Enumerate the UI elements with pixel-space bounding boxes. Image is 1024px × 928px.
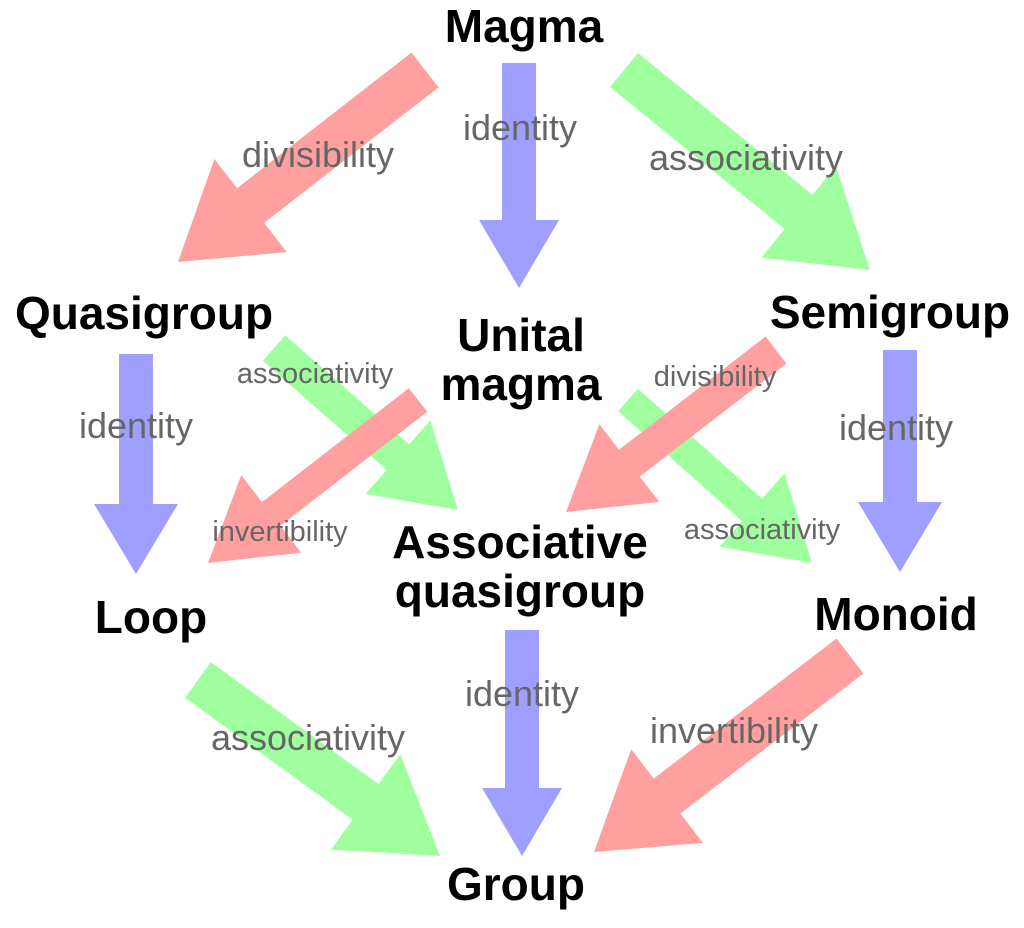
node-loop: Loop bbox=[95, 591, 207, 643]
edge-label-semigroup-associative-quasigroup: divisibility bbox=[654, 361, 777, 393]
node-associative-quasigroup-line1: Associative bbox=[392, 516, 648, 568]
edge-label-magma-semigroup: associativity bbox=[649, 137, 843, 178]
edge-label-quasigroup-loop: identity bbox=[79, 405, 193, 446]
edge-label-quasigroup-associative-quasigroup: associativity bbox=[237, 358, 394, 390]
node-unital-magma-line2: magma bbox=[440, 358, 601, 410]
edge-label-associative-quasigroup-group: identity bbox=[465, 673, 579, 714]
arrow-loop-to-group-icon bbox=[185, 662, 440, 856]
arrow-magma-to-quasigroup-icon bbox=[178, 52, 439, 262]
edge-label-loop-group: associativity bbox=[211, 717, 405, 758]
edge-label-magma-quasigroup: divisibility bbox=[242, 134, 394, 175]
edge-label-unital-magma-monoid: associativity bbox=[684, 514, 841, 546]
arrow-semigroup-to-monoid-icon bbox=[858, 350, 942, 572]
edge-label-semigroup-monoid: identity bbox=[839, 407, 953, 448]
node-magma: Magma bbox=[445, 0, 604, 52]
arrow-associative-quasigroup-to-group-icon bbox=[482, 630, 562, 856]
node-group: Group bbox=[447, 858, 585, 910]
arrow-unital-magma-to-loop-icon bbox=[208, 388, 428, 563]
arrow-quasigroup-to-associative-quasigroup-icon bbox=[262, 335, 458, 510]
arrow-quasigroup-to-loop-icon bbox=[94, 354, 178, 574]
arrow-magma-to-semigroup-icon bbox=[610, 52, 870, 271]
arrows-layer bbox=[94, 52, 942, 856]
edge-label-magma-unital-magma: identity bbox=[463, 107, 577, 148]
arrow-magma-to-unital-magma-icon bbox=[479, 63, 559, 288]
edge-label-unital-magma-loop: invertibility bbox=[212, 516, 348, 548]
node-quasigroup: Quasigroup bbox=[15, 287, 273, 339]
node-unital-magma-line1: Unital bbox=[457, 309, 585, 361]
arrow-monoid-to-group-icon bbox=[594, 638, 864, 852]
nodes-layer: Magma Quasigroup Unital magma Semigroup … bbox=[15, 0, 1010, 910]
node-associative-quasigroup-line2: quasigroup bbox=[395, 565, 645, 617]
edge-label-monoid-group: invertibility bbox=[650, 710, 818, 751]
edge-labels-layer: divisibility identity associativity iden… bbox=[79, 107, 953, 758]
node-semigroup: Semigroup bbox=[770, 286, 1010, 338]
arrow-semigroup-to-associative-quasigroup-icon bbox=[566, 336, 787, 512]
node-monoid: Monoid bbox=[814, 588, 978, 640]
